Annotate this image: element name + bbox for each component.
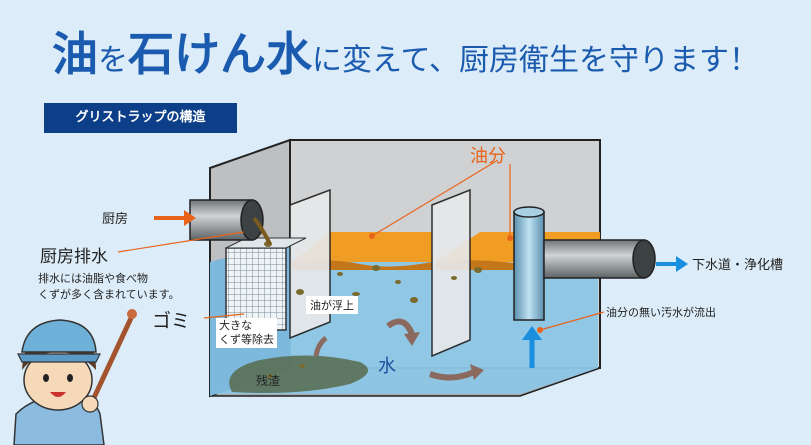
page-title: 油を石けん水に変えて、厨房衛生を守ります！ xyxy=(0,18,811,84)
title-soap-water: 石けん水 xyxy=(128,27,312,81)
label-trash: ゴミ xyxy=(152,310,191,332)
label-water: 水 xyxy=(378,356,396,377)
flow-curve-1-head xyxy=(404,332,420,346)
flow-curve-2-head xyxy=(470,364,484,380)
label-clean-outflow: 油分の無い汚水が流出 xyxy=(606,306,716,319)
label-drain-desc-2: くずが多く含まれています。 xyxy=(38,288,180,301)
label-large-waste-line1: 大きな xyxy=(219,319,252,332)
title-particle: を xyxy=(98,43,128,78)
label-sewer: 下水道・浄化槽 xyxy=(692,258,784,273)
mascot-illustration xyxy=(13,309,137,445)
leader-lines xyxy=(117,159,605,331)
flow-arrows xyxy=(154,210,688,381)
flow-curve-1 xyxy=(386,318,415,336)
label-large-waste: 大きな くず等除去 xyxy=(216,318,277,348)
label-kitchen-drain: 厨房排水 xyxy=(40,247,108,267)
outlet-pipe xyxy=(513,206,656,321)
label-oil-float: 油が浮上 xyxy=(306,296,358,314)
section-badge: グリストラップの構造 xyxy=(44,103,237,133)
sediment xyxy=(229,355,368,393)
label-kitchen: 厨房 xyxy=(102,212,129,227)
label-oil: 油分 xyxy=(470,146,506,167)
label-drain-desc-1: 排水には油脂や食べ物 xyxy=(38,272,148,285)
pointer-stick xyxy=(89,313,135,405)
title-rest: に変えて、厨房衛生を守ります！ xyxy=(312,43,759,78)
inlet-pipe xyxy=(189,199,272,245)
inflow-arrowhead xyxy=(184,210,196,226)
outflow-arrowhead xyxy=(676,256,688,272)
up-arrowhead xyxy=(522,326,542,340)
title-oil: 油 xyxy=(52,27,98,81)
label-residue: 残渣 xyxy=(256,374,281,388)
flow-curve-2 xyxy=(428,369,476,381)
flow-curve-3 xyxy=(313,336,328,357)
label-large-waste-line2: くず等除去 xyxy=(219,333,274,346)
